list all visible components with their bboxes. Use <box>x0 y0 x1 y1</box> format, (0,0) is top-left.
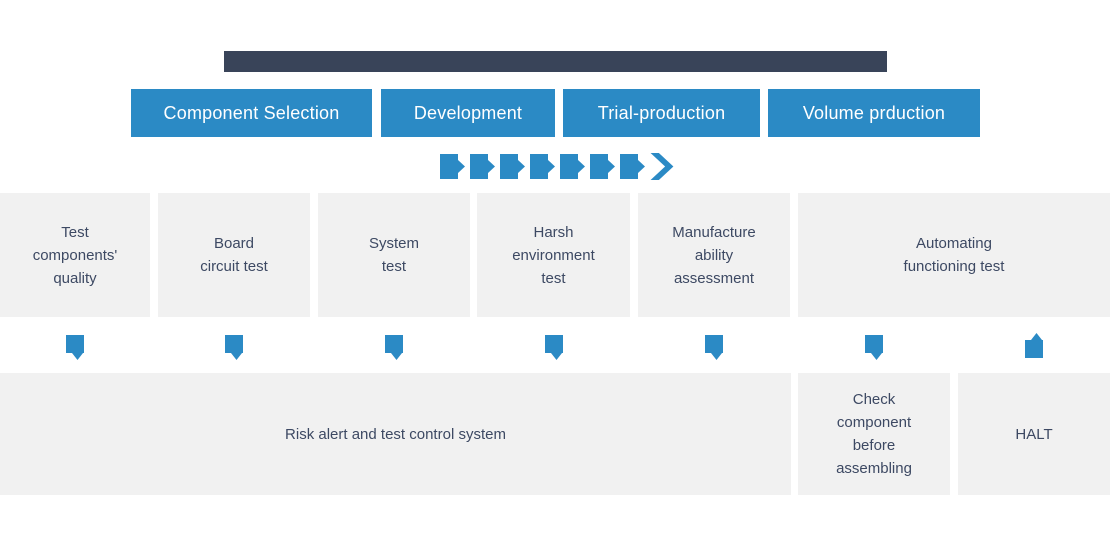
tag-arrow-right-icon <box>530 154 555 179</box>
stage-label: Trial-production <box>597 102 726 123</box>
tag-arrow-up-icon <box>1025 333 1043 358</box>
tag-arrow-down-icon <box>865 335 883 360</box>
tag-arrow-right-icon <box>500 154 525 179</box>
stage-progress-arrows <box>440 153 675 180</box>
system-label: Risk alert and test control system <box>285 425 506 443</box>
stage-volume-production: Volume prduction <box>768 89 980 137</box>
chevron-right-icon <box>650 153 674 180</box>
test-label: Harsh environment test <box>512 223 595 287</box>
system-box-halt: HALT <box>958 373 1110 495</box>
system-box-risk-alert: Risk alert and test control system <box>0 373 791 495</box>
test-box-automating-functioning: Automating functioning test <box>798 193 1110 317</box>
stage-trial-production: Trial-production <box>563 89 760 137</box>
test-box-harsh-environment: Harsh environment test <box>477 193 630 317</box>
tag-arrow-right-icon <box>440 154 465 179</box>
tag-arrow-right-icon <box>620 154 645 179</box>
system-label: Check component before assembling <box>836 391 912 477</box>
tag-arrow-down-icon <box>545 335 563 360</box>
tag-arrow-right-icon <box>470 154 495 179</box>
stage-label: Volume prduction <box>802 102 946 123</box>
test-box-board-circuit: Board circuit test <box>158 193 310 317</box>
test-label: Board circuit test <box>200 235 268 275</box>
tag-arrow-down-icon <box>385 335 403 360</box>
system-box-check-component: Check component before assembling <box>798 373 950 495</box>
test-box-components-quality: Test components' quality <box>0 193 150 317</box>
test-box-manufacturability: Manufacture ability assessment <box>638 193 790 317</box>
tag-arrow-down-icon <box>66 335 84 360</box>
test-box-system-test: System test <box>318 193 470 317</box>
test-label: Automating functioning test <box>903 235 1005 275</box>
system-label: HALT <box>1015 425 1053 443</box>
stage-development: Development <box>381 89 555 137</box>
tag-arrow-down-icon <box>705 335 723 360</box>
stage-label: Component Selection <box>163 102 340 123</box>
test-label: System test <box>368 235 419 275</box>
stage-component-selection: Component Selection <box>131 89 372 137</box>
stage-label: Development <box>413 102 523 123</box>
timeline-bar <box>224 51 887 72</box>
tag-arrow-right-icon <box>590 154 615 179</box>
test-label: Manufacture ability assessment <box>672 223 756 287</box>
tag-arrow-down-icon <box>225 335 243 360</box>
test-label: Test components' quality <box>32 223 118 287</box>
tag-arrow-right-icon <box>560 154 585 179</box>
